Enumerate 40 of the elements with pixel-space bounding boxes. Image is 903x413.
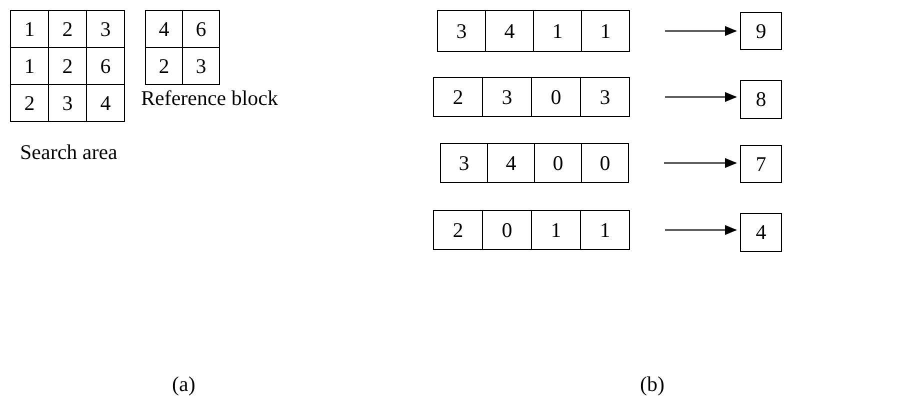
grid-cell: 6	[182, 10, 220, 48]
number-cell: 0	[531, 77, 581, 117]
arrow	[665, 26, 737, 36]
number-cell: 3	[482, 77, 532, 117]
arrow	[664, 158, 737, 168]
result-box: 9	[740, 12, 782, 50]
result-box: 4	[740, 213, 782, 252]
grid-cell: 3	[86, 10, 125, 48]
number-cell: 0	[534, 143, 582, 183]
number-cell: 1	[581, 10, 630, 52]
grid-cell: 4	[145, 10, 183, 48]
grid-cell: 1	[10, 10, 49, 48]
number-cell: 2	[433, 210, 483, 250]
number-cell: 3	[580, 77, 630, 117]
grid-cell: 4	[86, 84, 125, 122]
grid-cell: 2	[145, 47, 183, 85]
number-row	[437, 10, 630, 52]
caption-text: Search area	[20, 140, 118, 165]
number-cell: 0	[581, 143, 629, 183]
number-row	[440, 143, 629, 183]
grid-cell: 2	[10, 84, 49, 122]
number-cell: 4	[485, 10, 534, 52]
number-cell: 1	[531, 210, 581, 250]
number-row	[433, 210, 630, 250]
result-box: 7	[740, 145, 782, 183]
arrow	[665, 225, 737, 235]
number-cell: 3	[440, 143, 488, 183]
number-cell: 1	[580, 210, 630, 250]
arrow	[665, 92, 737, 102]
number-cell: 2	[433, 77, 483, 117]
number-row	[433, 77, 630, 117]
panel-label: (b)	[640, 372, 664, 397]
number-cell: 0	[482, 210, 532, 250]
number-cell: 1	[533, 10, 582, 52]
number-cell: 3	[437, 10, 486, 52]
result-box: 8	[740, 80, 782, 119]
grid-cell: 3	[182, 47, 220, 85]
panel-label: (a)	[172, 372, 196, 397]
caption-text: Reference block	[141, 86, 278, 111]
number-cell: 4	[487, 143, 535, 183]
